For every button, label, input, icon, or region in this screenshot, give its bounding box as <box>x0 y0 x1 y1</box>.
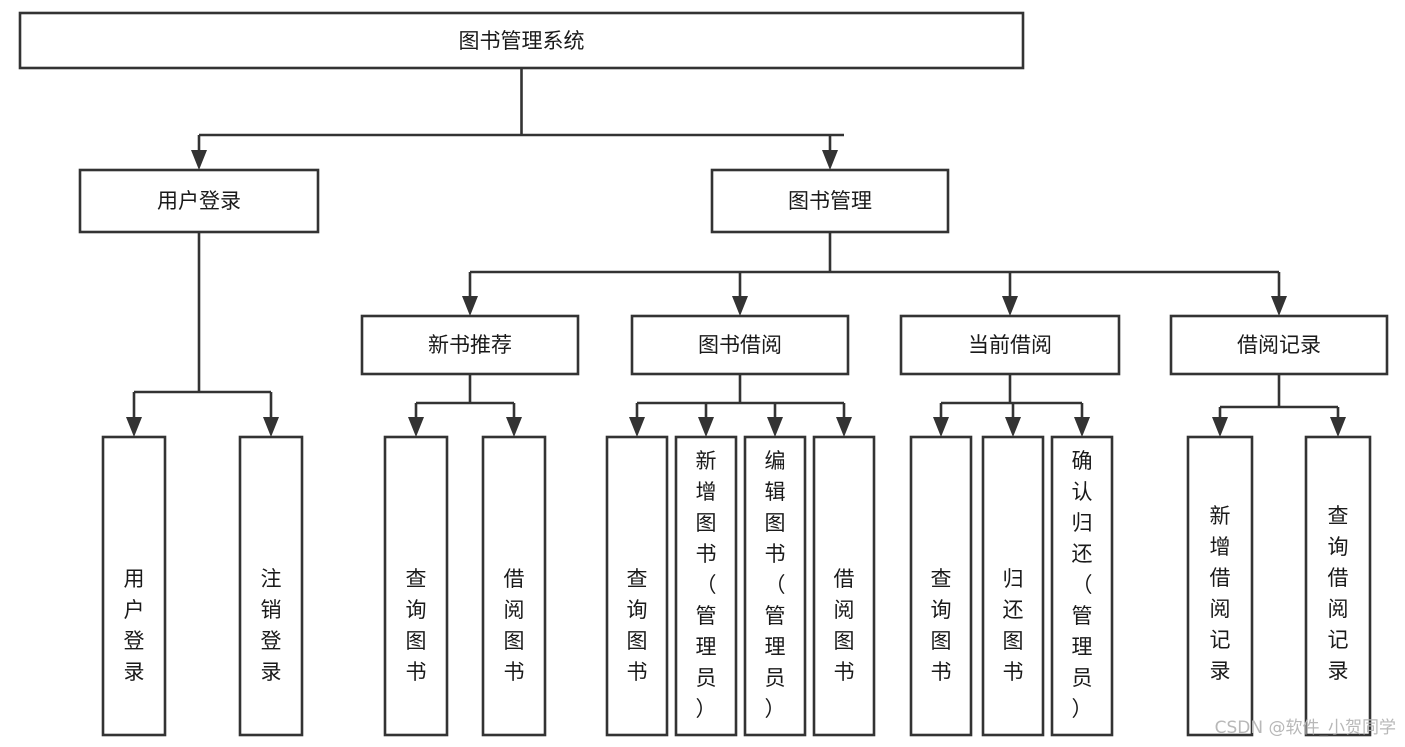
node-leaf-query-book-3-box[interactable] <box>909 435 973 737</box>
node-leaf-add-record-label: 新增借阅记录 <box>1210 504 1231 683</box>
node-current-borrow-label: 当前借阅 <box>968 333 1052 357</box>
node-borrow-record-label: 借阅记录 <box>1237 333 1321 357</box>
arrowhead-borrow-record <box>1271 296 1287 316</box>
node-leaf-logout[interactable]: 注销登录 <box>238 435 304 737</box>
arrowhead-leaf-borrow-book-1 <box>506 417 522 437</box>
node-leaf-add-record[interactable]: 新增借阅记录 <box>1186 435 1254 737</box>
node-book-manage[interactable]: 图书管理 <box>710 168 950 234</box>
arrowhead-current-borrow <box>1002 296 1018 316</box>
node-leaf-edit-book[interactable]: 编辑图书（管理员） <box>743 435 807 737</box>
node-leaf-confirm-return-label: 确认归还（管理员） <box>1072 449 1093 721</box>
node-borrow-record-box[interactable] <box>1169 314 1389 376</box>
node-leaf-logout-box[interactable] <box>238 435 304 737</box>
node-new-book-rec[interactable]: 新书推荐 <box>360 314 580 376</box>
node-book-manage-box[interactable] <box>710 168 950 234</box>
node-leaf-query-book-2-label: 查询图书 <box>627 567 648 684</box>
arrowhead-leaf-query-book-3 <box>933 417 949 437</box>
node-leaf-query-record[interactable]: 查询借阅记录 <box>1304 435 1372 737</box>
node-leaf-borrow-book-1[interactable]: 借阅图书 <box>481 435 547 737</box>
connector-group <box>126 68 1346 437</box>
node-book-manage-label: 图书管理 <box>788 189 872 213</box>
arrowhead-leaf-query-record <box>1330 417 1346 437</box>
node-leaf-query-book-1-label: 查询图书 <box>406 567 427 684</box>
node-book-borrow-label: 图书借阅 <box>698 333 782 357</box>
node-leaf-query-book-1[interactable]: 查询图书 <box>383 435 449 737</box>
node-leaf-user-login-box[interactable] <box>101 435 167 737</box>
node-root-box[interactable] <box>18 11 1025 70</box>
node-leaf-borrow-book-2-label: 借阅图书 <box>834 567 855 684</box>
node-leaf-user-login[interactable]: 用户登录 <box>101 435 167 737</box>
node-leaf-add-record-box[interactable] <box>1186 435 1254 737</box>
node-leaf-confirm-return[interactable]: 确认归还（管理员） <box>1050 435 1114 737</box>
arrowhead-user-login <box>191 150 207 170</box>
node-leaf-edit-book-box[interactable] <box>743 435 807 737</box>
arrowhead-leaf-return-book <box>1005 417 1021 437</box>
node-new-book-rec-box[interactable] <box>360 314 580 376</box>
node-leaf-query-book-2-box[interactable] <box>605 435 669 737</box>
node-leaf-query-book-3[interactable]: 查询图书 <box>909 435 973 737</box>
node-leaf-confirm-return-box[interactable] <box>1050 435 1114 737</box>
node-leaf-user-login-label: 用户登录 <box>124 567 145 684</box>
node-user-login-box[interactable] <box>78 168 320 234</box>
node-borrow-record[interactable]: 借阅记录 <box>1169 314 1389 376</box>
node-leaf-query-record-label: 查询借阅记录 <box>1328 504 1349 683</box>
node-leaf-borrow-book-1-label: 借阅图书 <box>504 567 525 684</box>
arrowhead-leaf-add-record <box>1212 417 1228 437</box>
node-leaf-return-book[interactable]: 归还图书 <box>981 435 1045 737</box>
arrowhead-leaf-add-book <box>698 417 714 437</box>
node-leaf-query-book-1-box[interactable] <box>383 435 449 737</box>
csdn-watermark: CSDN @软件_小贺同学 <box>1215 718 1396 738</box>
node-leaf-query-book-2[interactable]: 查询图书 <box>605 435 669 737</box>
node-leaf-add-book-box[interactable] <box>674 435 738 737</box>
node-book-borrow[interactable]: 图书借阅 <box>630 314 850 376</box>
node-leaf-return-book-box[interactable] <box>981 435 1045 737</box>
arrowhead-leaf-confirm-return <box>1074 417 1090 437</box>
node-leaf-edit-book-label: 编辑图书（管理员） <box>765 449 786 721</box>
node-current-borrow[interactable]: 当前借阅 <box>899 314 1121 376</box>
node-user-login-label: 用户登录 <box>157 189 241 213</box>
node-root[interactable]: 图书管理系统 <box>18 11 1025 70</box>
node-current-borrow-box[interactable] <box>899 314 1121 376</box>
node-leaf-logout-label: 注销登录 <box>261 567 282 684</box>
arrowhead-leaf-query-book-1 <box>408 417 424 437</box>
node-user-login[interactable]: 用户登录 <box>78 168 320 234</box>
node-leaf-add-book[interactable]: 新增图书（管理员） <box>674 435 738 737</box>
node-leaf-return-book-label: 归还图书 <box>1003 567 1024 684</box>
arrowhead-book-borrow <box>732 296 748 316</box>
arrowhead-book-manage <box>822 150 838 170</box>
node-leaf-borrow-book-1-box[interactable] <box>481 435 547 737</box>
arrowhead-leaf-edit-book <box>767 417 783 437</box>
node-new-book-rec-label: 新书推荐 <box>428 333 512 357</box>
node-root-label: 图书管理系统 <box>459 29 585 53</box>
arrowhead-leaf-user-login <box>126 417 142 437</box>
node-leaf-add-book-label: 新增图书（管理员） <box>696 449 717 721</box>
node-leaf-query-record-box[interactable] <box>1304 435 1372 737</box>
arrowhead-leaf-logout <box>263 417 279 437</box>
node-leaf-borrow-book-2[interactable]: 借阅图书 <box>812 435 876 737</box>
node-book-borrow-box[interactable] <box>630 314 850 376</box>
arrowhead-leaf-borrow-book-2 <box>836 417 852 437</box>
node-leaf-borrow-book-2-box[interactable] <box>812 435 876 737</box>
node-leaf-query-book-3-label: 查询图书 <box>931 567 952 684</box>
arrowhead-new-book-rec <box>462 296 478 316</box>
arrowhead-leaf-query-book-2 <box>629 417 645 437</box>
